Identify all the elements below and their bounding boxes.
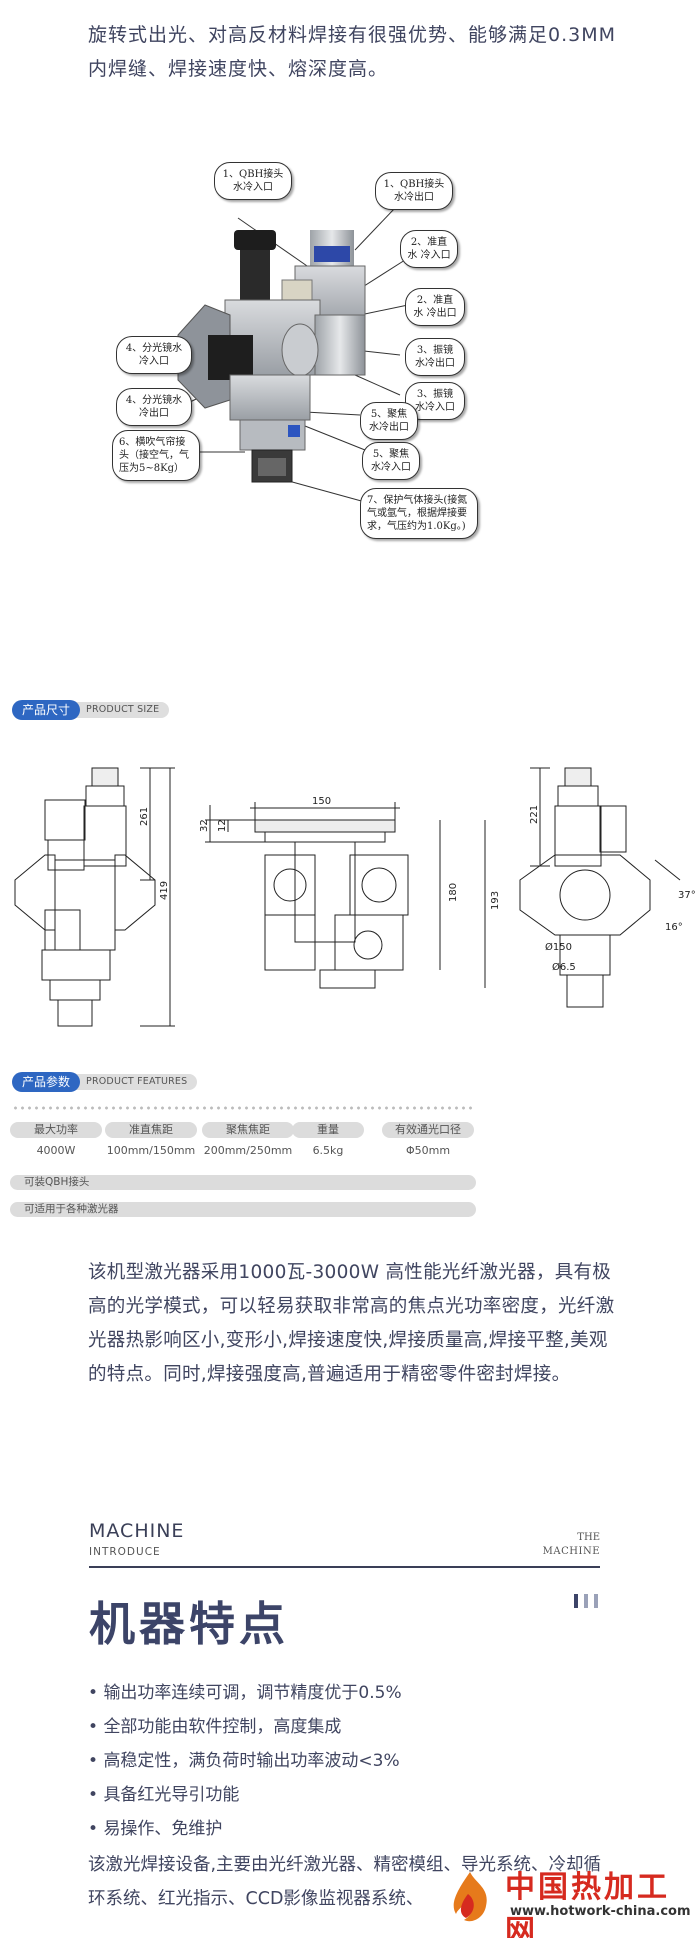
intro-text: 旋转式出光、对高反材料焊接有很强优势、能够满足0.3MM内焊缝、焊接速度快、熔深… <box>88 24 617 80</box>
feature-item: 易操作、免维护 <box>88 1812 402 1846</box>
spec-label: 准直焦距 <box>105 1122 197 1138</box>
spec-value: 100mm/150mm <box>106 1144 196 1157</box>
watermark-en: www.hotwork-china.com <box>510 1904 691 1919</box>
product-params-sub: PRODUCT FEATURES <box>64 1074 198 1090</box>
callout-splitter-inlet: 4、分光镜水 冷入口 <box>116 336 192 374</box>
callout-galvo-outlet: 3、振镜 水冷出口 <box>405 338 465 376</box>
section-title-en: MACHINE <box>89 1520 185 1542</box>
product-size-tag: 产品尺寸 PRODUCT SIZE <box>12 700 170 720</box>
watermark: 中国热加工网 www.hotwork-china.com <box>440 1862 700 1938</box>
flame-logo-icon <box>453 1872 487 1922</box>
spec-label: 重量 <box>292 1122 364 1138</box>
dim-221: 221 <box>529 805 540 824</box>
feature-bar-lasers: 可适用于各种激光器 <box>10 1202 476 1217</box>
product-params-label: 产品参数 <box>12 1072 81 1092</box>
dim-37: 37° <box>678 890 696 901</box>
decor-bars-icon <box>574 1594 598 1608</box>
spec-max-power: 最大功率 4000W <box>10 1122 102 1157</box>
watermark-cn: 中国热加工网 <box>505 1870 670 1938</box>
spec-value: Φ50mm <box>405 1144 451 1157</box>
right-view <box>519 767 681 1008</box>
machine-illustration <box>177 207 409 503</box>
description-paragraph: 该机型激光器采用1000瓦-3000W 高性能光纤激光器，具有极高的光学模式，可… <box>88 1262 615 1385</box>
callout-qbh-outlet: 1、QBH接头 水冷出口 <box>375 172 453 210</box>
section-divider <box>89 1566 600 1568</box>
dim-180: 180 <box>448 883 459 902</box>
spec-label: 聚焦焦距 <box>202 1122 294 1138</box>
spec-value: 200mm/250mm <box>203 1144 293 1157</box>
feature-list: 输出功率连续可调，调节精度优于0.5% 全部功能由软件控制，高度集成 高稳定性，… <box>88 1676 402 1846</box>
dim-261: 261 <box>139 807 150 826</box>
section-machine: MACHINE <box>542 1546 600 1557</box>
callout-collimator-inlet: 2、准直水 冷入口 <box>400 230 458 268</box>
dimension-drawings: 261 419 150 32 12 180 193 221 37° 16° Ø1… <box>0 760 700 1050</box>
callout-collimator-outlet: 2、准直水 冷出口 <box>405 288 465 326</box>
callout-qbh-inlet: 1、QBH接头 水冷入口 <box>214 162 292 200</box>
dim-150: 150 <box>312 796 331 807</box>
feature-item: 输出功率连续可调，调节精度优于0.5% <box>88 1676 401 1710</box>
machine-diagram: 1、QBH接头 水冷入口 1、QBH接头 水冷出口 2、准直水 冷入口 2、准直… <box>110 162 590 670</box>
section-sub-en: INTRODUCE <box>89 1546 161 1558</box>
callout-focus-outlet: 5、聚焦 水冷出口 <box>360 402 418 440</box>
spec-value: 6.5kg <box>312 1144 344 1157</box>
callout-air-curtain: 6、横吹气帘接头（接空气，气压为5~8Kg） <box>112 430 200 481</box>
closing-paragraph: 该激光焊接设备,主要由光纤激光器、精密模组、导光系统、冷却循环系统、红光指示、C… <box>88 1855 602 1909</box>
feature-item: 具备红光导引功能 <box>88 1778 402 1812</box>
product-size-label: 产品尺寸 <box>12 700 81 720</box>
feature-bar-qbh: 可装QBH接头 <box>10 1175 476 1190</box>
section-title-cn: 机器特点 <box>89 1597 289 1651</box>
dim-phi65: Ø6.5 <box>552 961 576 973</box>
dotted-divider <box>12 1105 472 1111</box>
feature-item: 全部功能由软件控制，高度集成 <box>88 1710 402 1744</box>
dim-16: 16° <box>665 922 683 933</box>
middle-view <box>205 802 486 989</box>
spec-aperture: 有效通光口径 Φ50mm <box>382 1122 474 1157</box>
section-the: THE <box>577 1532 600 1543</box>
callout-protective-gas: 7、保护气体接头(接氮气或氩气，根据焊接要求，气压约为1.0Kg。) <box>360 488 478 539</box>
product-params-tag: 产品参数 PRODUCT FEATURES <box>12 1072 198 1092</box>
dim-phi150: Ø150 <box>545 941 572 953</box>
spec-label: 最大功率 <box>10 1122 102 1138</box>
dim-32: 32 <box>199 819 210 832</box>
spec-label: 有效通光口径 <box>382 1122 474 1138</box>
spec-focus-focal: 聚焦焦距 200mm/250mm <box>202 1122 294 1157</box>
dim-419: 419 <box>159 881 170 900</box>
callout-splitter-outlet: 4、分光镜水 冷出口 <box>116 388 192 426</box>
left-view <box>14 767 175 1027</box>
spec-collimation-focal: 准直焦距 100mm/150mm <box>105 1122 197 1157</box>
spec-value: 4000W <box>36 1144 76 1157</box>
dimension-svg: 261 419 150 32 12 180 193 221 37° 16° Ø1… <box>14 767 696 1027</box>
spec-row: 最大功率 4000W 准直焦距 100mm/150mm 聚焦焦距 200mm/2… <box>10 1122 480 1168</box>
dim-193: 193 <box>490 891 501 910</box>
dim-12: 12 <box>217 819 228 832</box>
product-size-sub: PRODUCT SIZE <box>64 702 170 718</box>
callout-focus-inlet: 5、聚焦 水冷入口 <box>362 442 420 480</box>
spec-weight: 重量 6.5kg <box>292 1122 364 1157</box>
feature-item: 高稳定性，满负荷时输出功率波动<3% <box>88 1744 402 1778</box>
